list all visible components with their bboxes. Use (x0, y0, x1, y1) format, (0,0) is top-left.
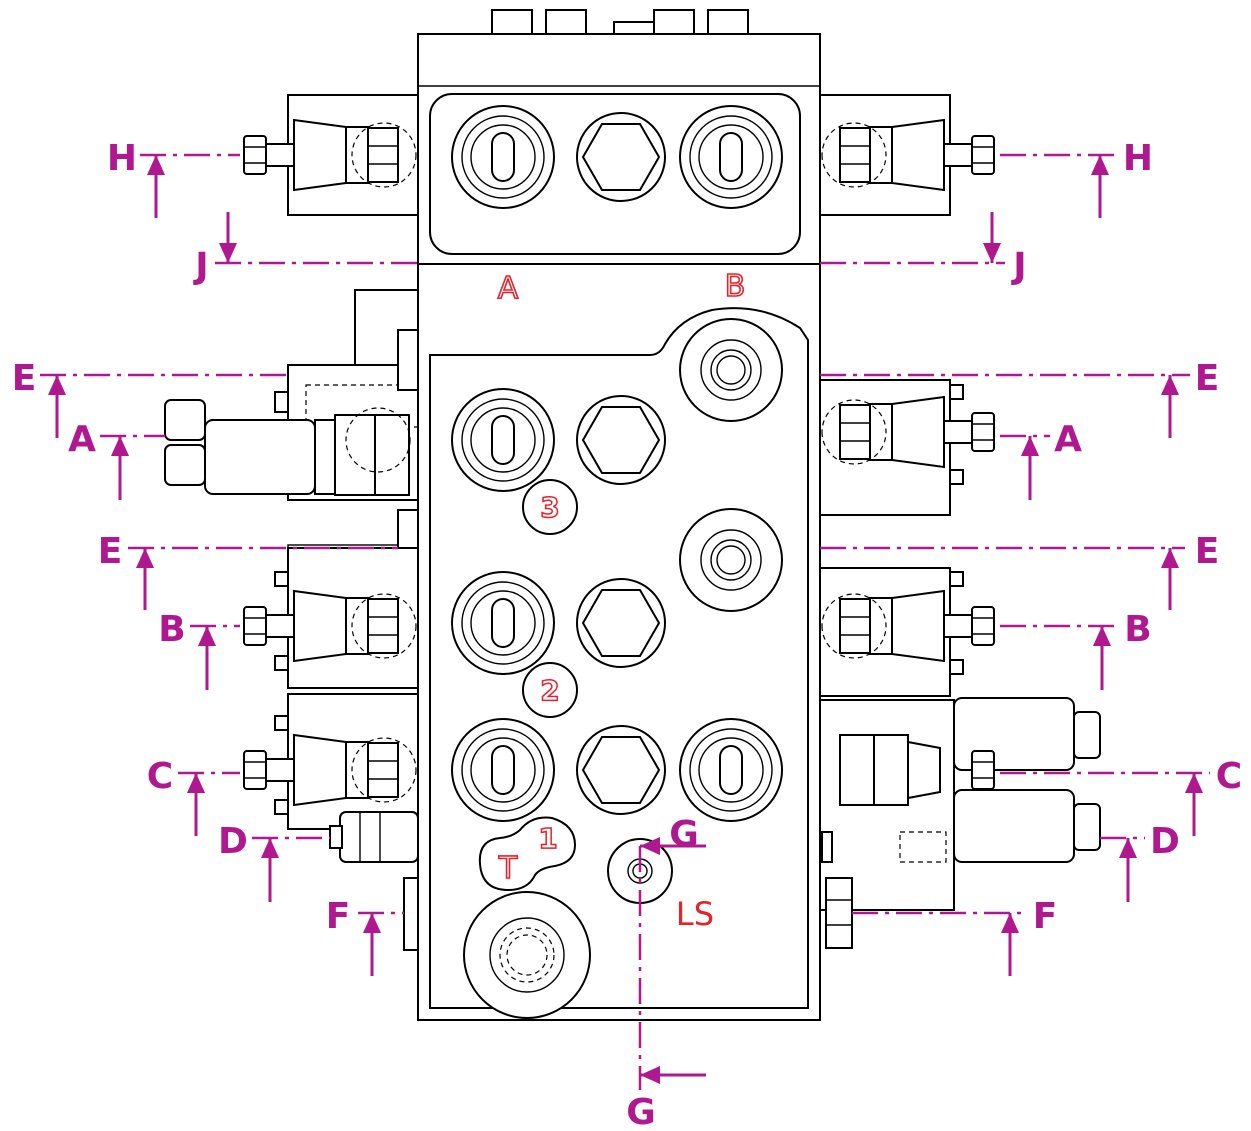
marker-c-left: C (147, 756, 173, 797)
marker-b-left: B (158, 609, 185, 650)
marker-j-left: J (192, 246, 208, 287)
marker-a-left: A (68, 419, 96, 460)
marker-g-top: G (669, 814, 699, 855)
sec1-plug-icon (576, 725, 666, 815)
arrow-g-bottom-head (640, 1066, 660, 1084)
right-assemblies (819, 94, 1101, 949)
arrow-j-right-head (983, 243, 1001, 263)
top-port-a-icon (451, 105, 555, 209)
marker-j-right: J (1010, 246, 1026, 287)
marker-d-left: D (218, 821, 248, 862)
arrow-e-upper-right-head (1161, 375, 1179, 395)
marker-f-left: F (326, 896, 351, 937)
sec2-marker-circle (522, 662, 578, 718)
tank-lobe (478, 816, 577, 892)
marker-b-right: B (1124, 609, 1151, 650)
sec2-port-a-icon (451, 571, 555, 675)
sec2-port-b-icon (679, 508, 783, 612)
arrow-h-right-head (1091, 155, 1109, 175)
section-3-label: 3 (540, 491, 559, 524)
top-fittings (491, 9, 749, 35)
arrow-a-right-head (1021, 436, 1039, 456)
marker-h-left: H (107, 138, 137, 179)
marker-c-right: C (1216, 756, 1242, 797)
arrow-e-mid-left-head (136, 548, 154, 568)
section-1-label: 1 (538, 822, 557, 855)
left-assemblies (164, 94, 419, 863)
arrow-e-mid-right-head (1161, 548, 1179, 568)
sec1-port-b-icon (679, 718, 783, 822)
arrow-g-top-head (640, 837, 660, 855)
marker-e-upper-right: E (1195, 358, 1220, 399)
marker-f-right: F (1033, 896, 1058, 937)
bottom-port-icon (463, 891, 591, 1019)
port-b-label: B (725, 269, 746, 304)
arrow-f-left-head (363, 913, 381, 933)
marker-e-mid-right: E (1195, 531, 1220, 572)
sec3-plug-icon (576, 395, 666, 485)
sec1-port-a-icon (451, 718, 555, 822)
arrow-c-left-head (187, 773, 205, 793)
marker-d-right: D (1150, 821, 1180, 862)
marker-e-mid-left: E (98, 531, 123, 572)
port-a-label: A (498, 271, 519, 306)
port-labels: A B T LS 3 2 1 (497, 268, 746, 933)
sec3-port-a-icon (451, 388, 555, 492)
sec3-marker-circle (522, 479, 578, 535)
arrow-c-right-head (1185, 773, 1203, 793)
top-plug-icon (576, 112, 666, 202)
section-2-label: 2 (540, 674, 559, 707)
marker-h-right: H (1123, 138, 1153, 179)
port-ls-label: LS (676, 895, 714, 933)
arrow-e-upper-left-head (48, 375, 66, 395)
arrow-b-right-head (1093, 626, 1111, 646)
arrow-a-left-head (111, 436, 129, 456)
sec2-plug-icon (576, 578, 666, 668)
sec3-port-b-icon (679, 318, 783, 422)
arrow-j-left-head (219, 243, 237, 263)
arrow-h-left-head (147, 155, 165, 175)
marker-g-bottom: G (626, 1092, 656, 1131)
arrow-d-left-head (261, 838, 279, 858)
arrow-b-left-head (198, 626, 216, 646)
port-t-label: T (498, 851, 518, 886)
arrow-f-right-head (1001, 913, 1019, 933)
marker-e-upper-left: E (12, 358, 37, 399)
arrow-d-right-head (1119, 838, 1137, 858)
valve-body (403, 9, 821, 1021)
marker-a-right: A (1054, 419, 1082, 460)
top-port-b-icon (679, 105, 783, 209)
